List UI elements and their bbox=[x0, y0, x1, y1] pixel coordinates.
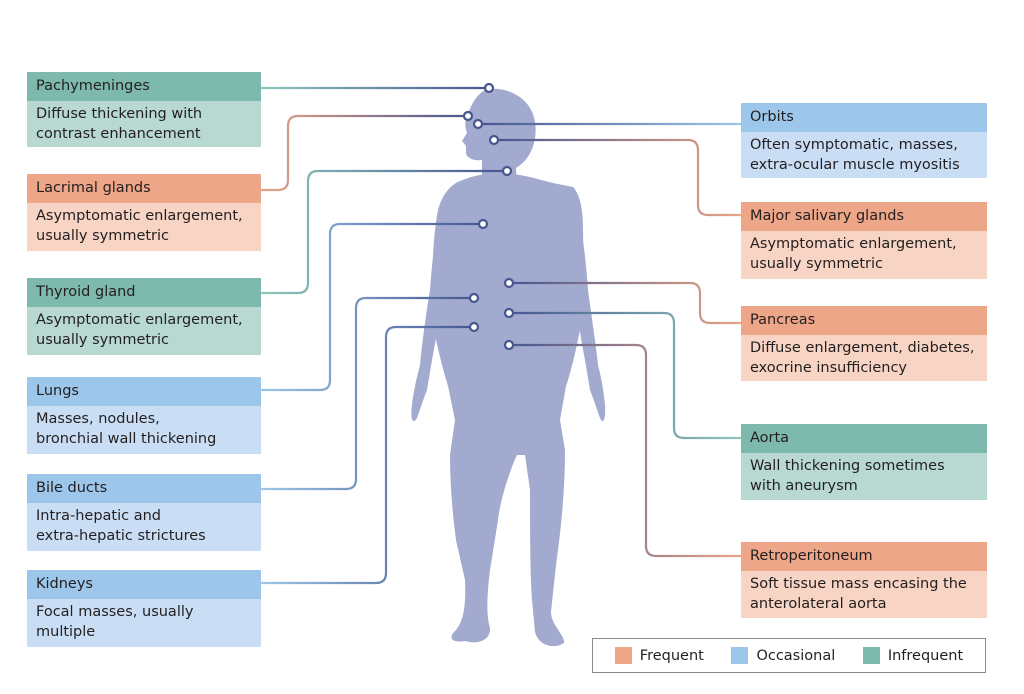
legend-swatch-frequent bbox=[614, 647, 632, 664]
connector-lungs bbox=[261, 222, 483, 392]
connector-lines bbox=[261, 86, 741, 585]
box-description: Often symptomatic, masses, extra-ocular … bbox=[741, 132, 987, 178]
connector-thyroid bbox=[261, 169, 507, 295]
dot-kidneys bbox=[468, 321, 480, 333]
legend: Frequent Occasional Infrequent bbox=[592, 638, 986, 673]
box-title: Kidneys bbox=[27, 570, 261, 599]
box-orbits: Orbits Often symptomatic, masses, extra-… bbox=[741, 103, 987, 178]
dot-pachymeninges bbox=[483, 82, 495, 94]
dot-lungs bbox=[477, 218, 489, 230]
dot-thyroid bbox=[501, 165, 513, 177]
box-description: Diffuse enlargement, diabetes, exocrine … bbox=[741, 335, 987, 381]
desc-line: Asymptomatic enlargement, bbox=[750, 236, 957, 252]
dot-salivary bbox=[488, 134, 500, 146]
dot-aorta bbox=[503, 307, 515, 319]
box-title: Lungs bbox=[27, 377, 261, 406]
desc-line: multiple bbox=[36, 623, 96, 640]
box-retroperitoneum: Retroperitoneum Soft tissue mass encasin… bbox=[741, 542, 987, 618]
desc-line: Diffuse thickening with bbox=[36, 106, 203, 122]
legend-label: Occasional bbox=[756, 647, 836, 664]
dot-lacrimal bbox=[462, 110, 474, 122]
legend-swatch-occasional bbox=[731, 647, 749, 664]
dot-pancreas bbox=[503, 277, 515, 289]
box-lacrimal-glands: Lacrimal glands Asymptomatic enlargement… bbox=[27, 174, 261, 251]
desc-line: Often symptomatic, masses, bbox=[750, 137, 958, 153]
box-title: Pachymeninges bbox=[27, 72, 261, 101]
connector-retroperitoneum bbox=[509, 343, 741, 558]
legend-item-occasional: Occasional bbox=[731, 647, 835, 664]
box-title: Pancreas bbox=[741, 306, 987, 335]
left-arm bbox=[411, 210, 441, 422]
desc-line: Diffuse enlargement, diabetes, bbox=[750, 340, 975, 356]
box-description: Asymptomatic enlargement, usually symmet… bbox=[741, 231, 987, 279]
human-body-silhouette bbox=[411, 88, 606, 647]
desc-line: usually symmetric bbox=[750, 255, 884, 272]
box-description: Asymptomatic enlargement, usually symmet… bbox=[27, 203, 261, 251]
connector-pancreas bbox=[509, 281, 741, 325]
box-description: Wall thickening sometimes with aneurysm bbox=[741, 453, 987, 500]
box-title: Thyroid gland bbox=[27, 278, 261, 307]
box-bile-ducts: Bile ducts Intra-hepatic and extra-hepat… bbox=[27, 474, 261, 551]
desc-line: with aneurysm bbox=[750, 477, 858, 494]
desc-line: contrast enhancement bbox=[36, 125, 201, 142]
desc-line: bronchial wall thickening bbox=[36, 430, 217, 447]
box-title: Retroperitoneum bbox=[741, 542, 987, 571]
box-thyroid-gland: Thyroid gland Asymptomatic enlargement, … bbox=[27, 278, 261, 355]
box-description: Soft tissue mass encasing the anterolate… bbox=[741, 571, 987, 618]
box-description: Diffuse thickening with contrast enhance… bbox=[27, 101, 261, 147]
dot-bile bbox=[468, 292, 480, 304]
box-major-salivary-glands: Major salivary glands Asymptomatic enlar… bbox=[741, 202, 987, 279]
connector-salivary bbox=[494, 138, 741, 217]
desc-line: usually symmetric bbox=[36, 331, 170, 348]
dot-retroperitoneum bbox=[503, 339, 515, 351]
legend-swatch-infrequent bbox=[862, 647, 880, 664]
desc-line: anterolateral aorta bbox=[750, 595, 887, 612]
box-lungs: Lungs Masses, nodules, bronchial wall th… bbox=[27, 377, 261, 454]
box-aorta: Aorta Wall thickening sometimes with ane… bbox=[741, 424, 987, 500]
torso-and-legs bbox=[432, 174, 584, 647]
box-pancreas: Pancreas Diffuse enlargement, diabetes, … bbox=[741, 306, 987, 381]
box-title: Major salivary glands bbox=[741, 202, 987, 231]
connector-kidneys bbox=[261, 325, 474, 585]
desc-line: extra-hepatic strictures bbox=[36, 527, 206, 544]
connector-lacrimal bbox=[261, 114, 468, 192]
desc-line: Soft tissue mass encasing the bbox=[750, 576, 967, 592]
box-description: Asymptomatic enlargement, usually symmet… bbox=[27, 307, 261, 355]
desc-line: extra-ocular muscle myositis bbox=[750, 156, 960, 173]
box-description: Masses, nodules, bronchial wall thickeni… bbox=[27, 406, 261, 454]
legend-label: Infrequent bbox=[887, 647, 964, 664]
box-description: Focal masses, usually multiple bbox=[27, 599, 261, 647]
connector-bile bbox=[261, 296, 474, 491]
desc-line: Asymptomatic enlargement, bbox=[36, 312, 243, 328]
right-arm bbox=[576, 210, 606, 422]
box-title: Orbits bbox=[741, 103, 987, 132]
dot-orbits bbox=[472, 118, 484, 130]
box-title: Aorta bbox=[741, 424, 987, 453]
desc-line: Focal masses, usually bbox=[36, 604, 194, 620]
box-kidneys: Kidneys Focal masses, usually multiple bbox=[27, 570, 261, 647]
box-title: Bile ducts bbox=[27, 474, 261, 503]
desc-line: exocrine insufficiency bbox=[750, 359, 908, 376]
desc-line: Intra-hepatic and bbox=[36, 508, 162, 524]
legend-label: Frequent bbox=[639, 647, 704, 664]
box-title: Lacrimal glands bbox=[27, 174, 261, 203]
box-pachymeninges: Pachymeninges Diffuse thickening with co… bbox=[27, 72, 261, 147]
connector-aorta bbox=[509, 311, 741, 440]
desc-line: Asymptomatic enlargement, bbox=[36, 208, 243, 224]
desc-line: Masses, nodules, bbox=[36, 411, 160, 427]
legend-item-infrequent: Infrequent bbox=[862, 647, 964, 664]
organ-location-dots bbox=[462, 82, 515, 351]
box-description: Intra-hepatic and extra-hepatic strictur… bbox=[27, 503, 261, 551]
legend-item-frequent: Frequent bbox=[614, 647, 704, 664]
desc-line: usually symmetric bbox=[36, 227, 170, 244]
desc-line: Wall thickening sometimes bbox=[750, 458, 945, 474]
